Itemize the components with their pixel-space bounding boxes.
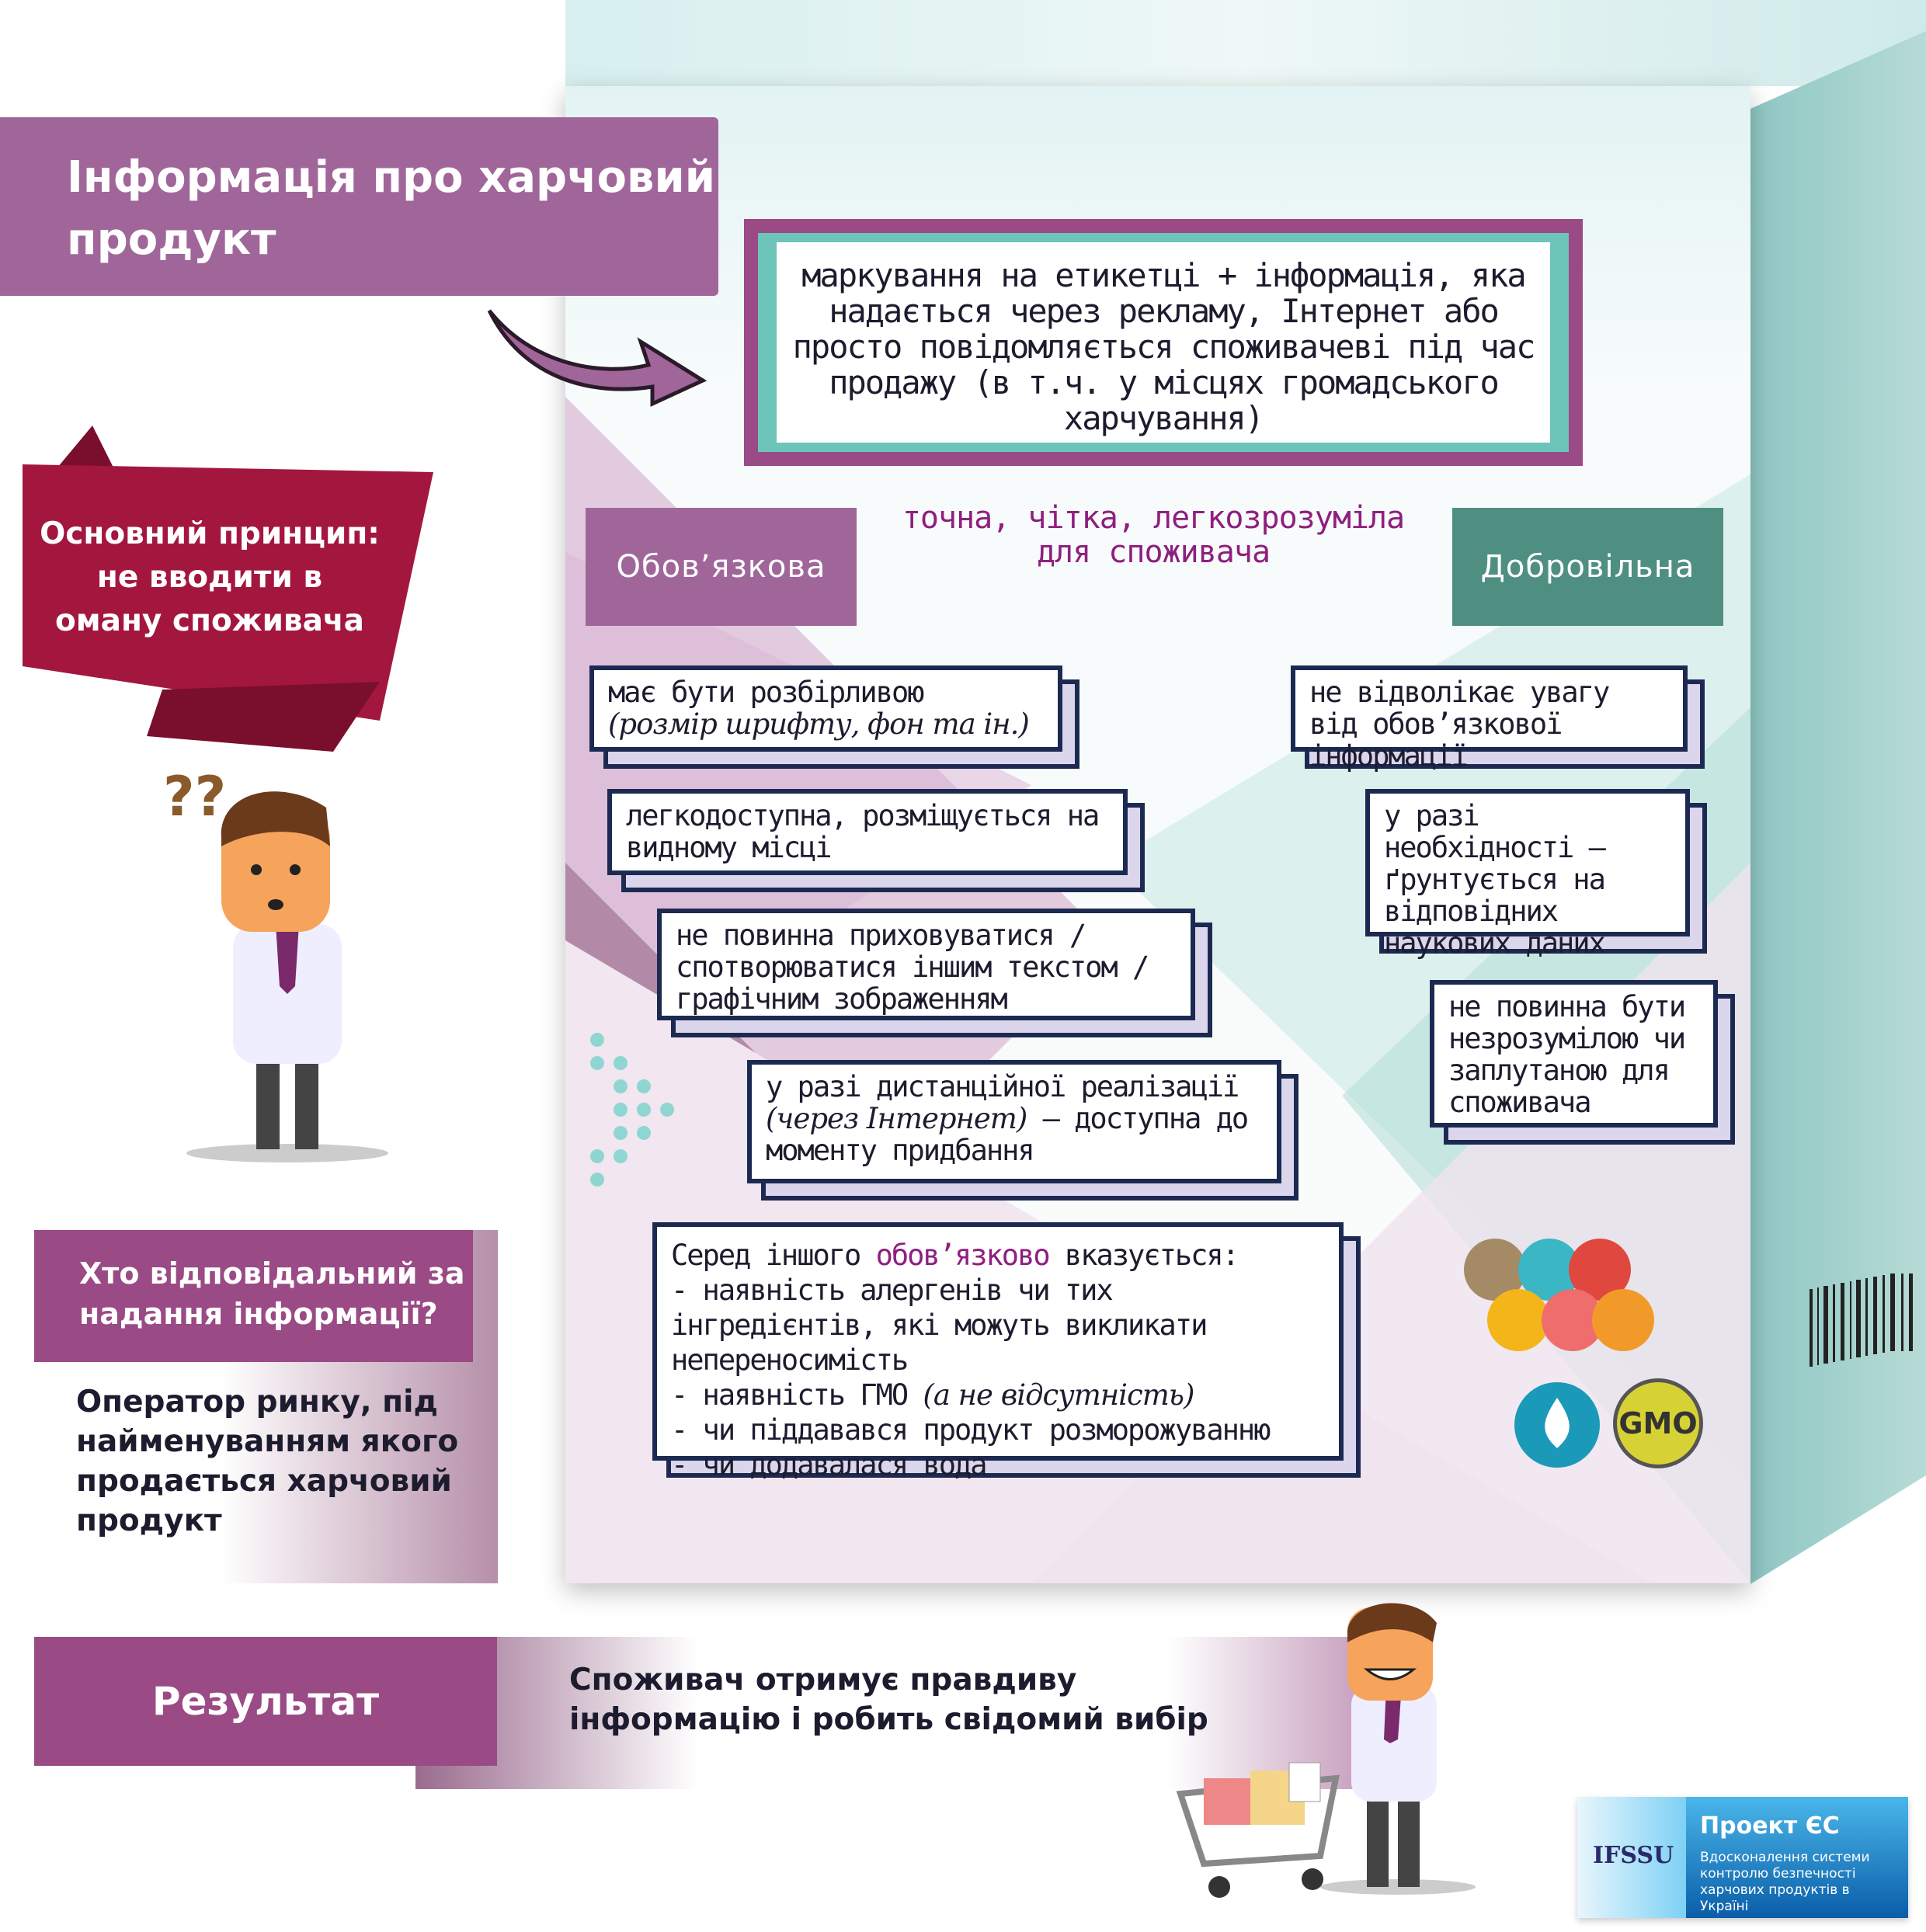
logo-description: Вдосконалення системи контролю безпечнос… xyxy=(1700,1850,1870,1914)
list-highlight: обов’язково xyxy=(875,1239,1051,1272)
peanut-icon xyxy=(1569,1239,1631,1301)
mandatory-list: Серед іншого обов’язково вказується: - н… xyxy=(652,1222,1344,1482)
ifssu-logo: IFSSU Проект ЄС Вдосконалення системи ко… xyxy=(1577,1797,1908,1918)
list-intro: вказується: xyxy=(1064,1239,1239,1272)
responsible-question: Хто відповідальний за надання інформації… xyxy=(34,1230,473,1362)
definition-box: маркування на етикетці + інформація, яка… xyxy=(744,219,1583,466)
allergen-icons xyxy=(1464,1239,1654,1351)
voluntary-item: у разі необхідності — ґрунтується на від… xyxy=(1365,789,1690,959)
requirements-subtitle: точна, чітка, легкозрозуміла для спожива… xyxy=(902,500,1405,570)
barcode-icon xyxy=(1810,1274,1913,1367)
gmo-note: (а не відсутність) xyxy=(923,1378,1194,1412)
principle-text: Основний принцип: не вводити в оману спо… xyxy=(40,516,380,638)
list-item: - чи додавалася вода xyxy=(671,1448,988,1482)
egg-icon xyxy=(1487,1289,1549,1351)
list-item: - наявність ГМО xyxy=(671,1378,909,1412)
product-box-side xyxy=(1750,31,1926,1584)
result-label: Результат xyxy=(34,1637,497,1766)
mandatory-item: легкодоступна, розміщується на видному м… xyxy=(607,789,1128,875)
frozen-water-icon xyxy=(1514,1382,1600,1468)
principle-ribbon xyxy=(23,426,433,752)
page-title: Інформація про харчовий продукт xyxy=(0,117,718,296)
logo-project: Проект ЄС xyxy=(1700,1812,1840,1840)
definition-text: маркування на етикетці + інформація, яка… xyxy=(777,242,1550,443)
item-text: — доступна до моменту придбання xyxy=(766,1102,1249,1167)
logo-acronym: IFSSU xyxy=(1593,1842,1674,1869)
item-text: має бути розбірливою xyxy=(608,676,925,709)
mandatory-item: не повинна приховуватися / спотворюватис… xyxy=(657,909,1195,1020)
item-note: (через Інтернет) xyxy=(766,1102,1027,1135)
fish-icon xyxy=(1518,1239,1580,1301)
crustacean-icon xyxy=(1542,1289,1604,1351)
result-band xyxy=(415,1637,1356,1789)
list-item: - чи піддавався продукт розморожуванню xyxy=(671,1413,1271,1447)
category-voluntary: Добровільна xyxy=(1452,508,1723,626)
item-text: у разі дистанційної реалізації xyxy=(766,1070,1239,1103)
mandatory-item: має бути розбірливою(розмір шрифту, фон … xyxy=(589,665,1062,752)
arrow-icon xyxy=(487,309,707,407)
list-item: - наявність алергенів чи тих інгредієнті… xyxy=(671,1274,1208,1377)
mandatory-item: у разі дистанційної реалізації(через Інт… xyxy=(747,1060,1281,1183)
lupin-icon xyxy=(1592,1289,1654,1351)
list-intro: Серед іншого xyxy=(671,1239,861,1272)
product-box-top xyxy=(565,0,1926,86)
item-note: (розмір шрифту, фон та ін.) xyxy=(608,707,1030,741)
category-mandatory: Обов’язкова xyxy=(586,508,857,626)
voluntary-item: не відволікає увагу від обов’язкової інф… xyxy=(1291,665,1688,772)
gluten-icon xyxy=(1464,1239,1526,1301)
voluntary-item: не повинна бути незрозумілою чи заплутан… xyxy=(1430,980,1718,1128)
gmo-badge-icon: GMO xyxy=(1613,1378,1703,1468)
responsible-answer: Оператор ринку, під найменуванням якого … xyxy=(76,1385,459,1538)
confused-man-illustration: ?? xyxy=(163,765,388,1162)
svg-text:??: ?? xyxy=(163,765,226,829)
happy-man-cart-illustration xyxy=(1176,1603,1476,1898)
result-text: Споживач отримує правдиву інформацію і р… xyxy=(569,1663,1208,1737)
